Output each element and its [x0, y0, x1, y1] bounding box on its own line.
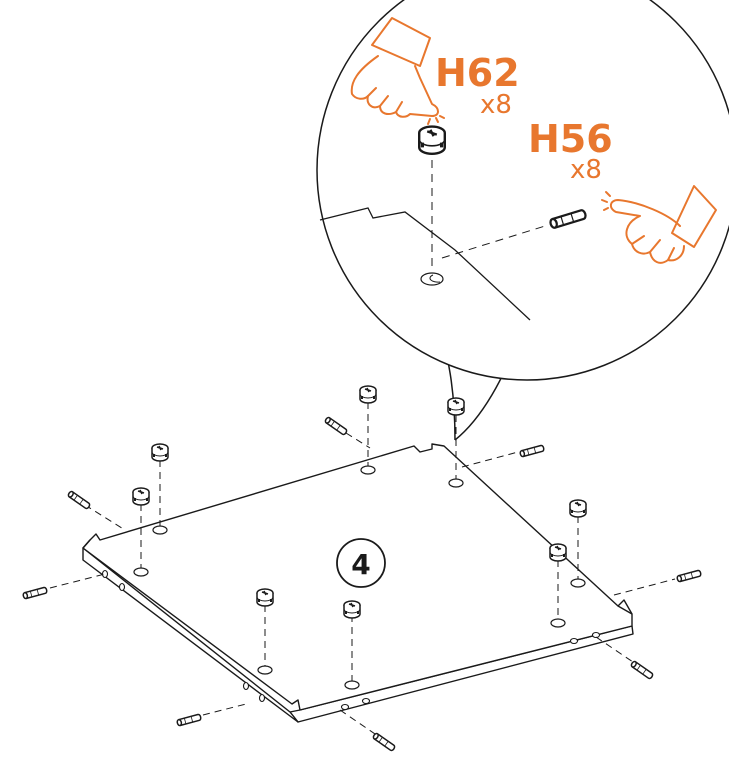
callout-panel-edge	[319, 160, 546, 321]
guide-lines	[49, 402, 676, 737]
panel-hole-icon	[570, 578, 586, 588]
part-quantity-h62: x8	[480, 90, 512, 120]
cam-lock-icon	[447, 397, 465, 416]
detail-callout	[316, 0, 729, 441]
cam-lock-icon	[417, 124, 447, 156]
dowel-icon	[518, 444, 546, 458]
dowel-icon	[323, 415, 349, 437]
dowel-icon	[629, 659, 655, 681]
pointing-hand-icon	[601, 185, 717, 264]
dowel-icon	[175, 713, 203, 727]
edge-holes	[101, 569, 601, 711]
part-code-h62: H62	[435, 51, 520, 95]
dowel-icon	[66, 489, 92, 511]
part-code-h56: H56	[528, 117, 613, 161]
panel-hole-icon	[133, 567, 149, 577]
panel-hole-icon	[152, 525, 168, 535]
panel-holes	[133, 465, 586, 690]
dowel-icon	[371, 731, 397, 753]
step-badge: 4	[336, 538, 386, 588]
panel-hole-icon	[448, 478, 464, 488]
step-number: 4	[351, 548, 370, 581]
panel-hole-icon	[550, 618, 566, 628]
cam-lock-icon	[549, 543, 567, 562]
dowel-icon	[21, 586, 49, 600]
cam-lock-icon	[132, 487, 150, 506]
part-quantity-h56: x8	[570, 155, 602, 185]
cam-lock-icon	[359, 385, 377, 404]
callout-hole	[420, 272, 444, 286]
panel-hole-icon	[257, 665, 273, 675]
cam-lock-icon	[256, 588, 274, 607]
panel-hole-icon	[360, 465, 376, 475]
dowel-icon	[675, 569, 703, 583]
pointing-hand-icon	[350, 17, 445, 125]
panel-hole-icon	[344, 680, 360, 690]
cam-lock-icon	[343, 600, 361, 619]
cam-lock-icon	[569, 499, 587, 518]
cam-lock-icon	[151, 443, 169, 462]
